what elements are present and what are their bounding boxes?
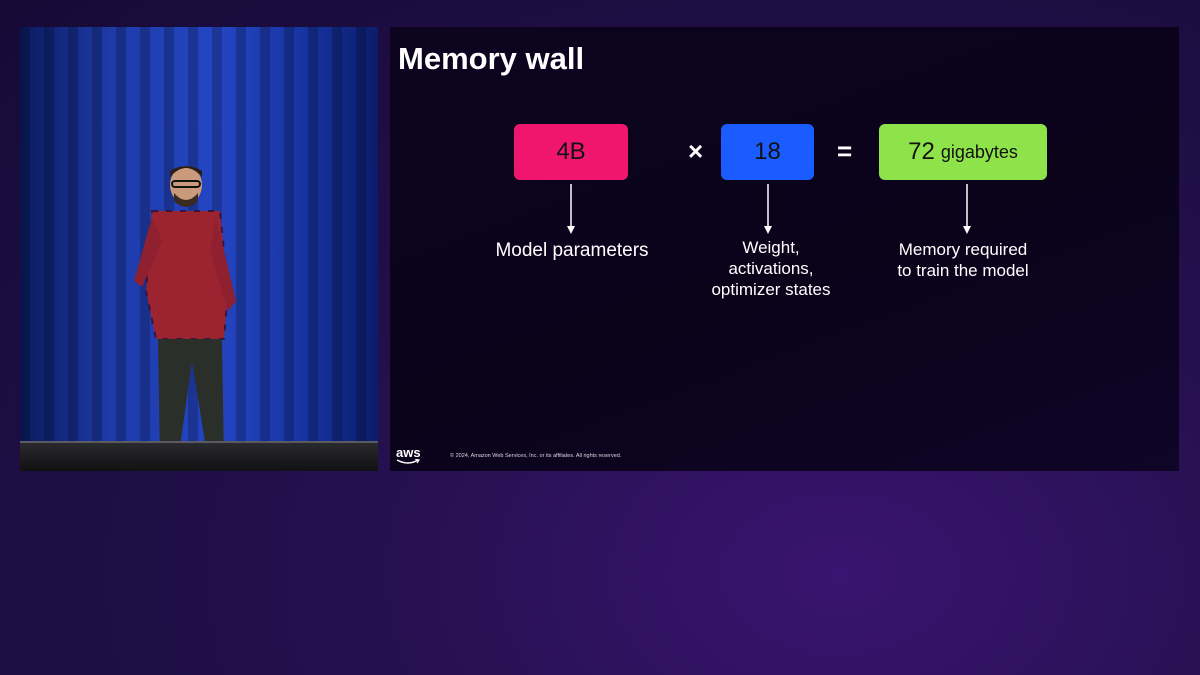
multiplier-label-line: Weight, xyxy=(742,238,800,257)
parameters-box: 4B xyxy=(514,124,628,180)
memory-label-line: Memory required xyxy=(898,240,1028,259)
aws-logo-text: aws xyxy=(396,445,421,460)
aws-smile-icon xyxy=(396,459,420,464)
aws-logo: aws xyxy=(396,445,421,465)
parameters-arrow-icon xyxy=(567,184,575,234)
multiplier-value: 18 xyxy=(754,138,781,165)
presenter-figure xyxy=(134,166,236,469)
memory-unit: gigabytes xyxy=(940,141,1018,162)
multiplier-box: 18 xyxy=(721,124,814,180)
presentation-slide: Memory wall 4B × 18 = 72 gigabytes Model… xyxy=(390,27,1179,471)
memory-label: Memory required to train the model xyxy=(878,239,1048,281)
multiplier-label-line: optimizer states xyxy=(711,280,831,299)
copyright-notice: © 2024, Amazon Web Services, Inc. or its… xyxy=(450,453,622,459)
memory-value: 72 xyxy=(908,138,935,165)
multiplier-arrow-icon xyxy=(764,184,772,234)
parameters-label: Model parameters xyxy=(495,240,649,261)
multiply-operator: × xyxy=(688,136,704,166)
memory-arrow-icon xyxy=(963,184,971,234)
equals-operator: = xyxy=(837,136,853,166)
memory-label-line: to train the model xyxy=(897,261,1029,280)
speaker-video-feed xyxy=(20,27,378,471)
memory-box: 72 gigabytes xyxy=(879,124,1047,180)
slide-title: Memory wall xyxy=(398,41,585,76)
parameters-value: 4B xyxy=(556,138,586,165)
multiplier-label: Weight, activations, optimizer states xyxy=(691,237,851,300)
multiplier-label-line: activations, xyxy=(728,259,814,278)
stage-floor xyxy=(20,441,378,471)
